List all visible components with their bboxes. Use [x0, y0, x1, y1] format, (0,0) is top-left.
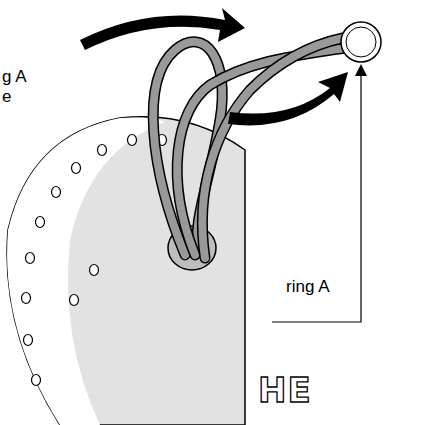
- lace-hole: [98, 145, 107, 156]
- embossed-mark: HE: [258, 372, 312, 409]
- lace-hole: [90, 265, 99, 276]
- lace-hole: [72, 163, 81, 174]
- lace-hole: [36, 217, 45, 228]
- cropped-label: g A: [2, 68, 27, 87]
- lace-hole: [128, 135, 137, 146]
- cord: [153, 38, 345, 258]
- motion-arrow: [80, 8, 245, 50]
- lace-hole: [26, 253, 35, 264]
- lace-hole: [32, 375, 41, 386]
- part-label: ring A: [286, 278, 329, 297]
- lace-holes: [22, 135, 167, 386]
- ring: [346, 27, 376, 57]
- lace-hole: [22, 293, 31, 304]
- lace-hole: [70, 295, 79, 306]
- leather-edge: [7, 118, 165, 425]
- lace-hole: [52, 187, 61, 198]
- ring: [341, 22, 381, 62]
- motion-arrow: [228, 72, 348, 125]
- lace-hole: [24, 335, 33, 346]
- leader-line: [272, 70, 361, 322]
- cropped-label: e: [2, 88, 11, 107]
